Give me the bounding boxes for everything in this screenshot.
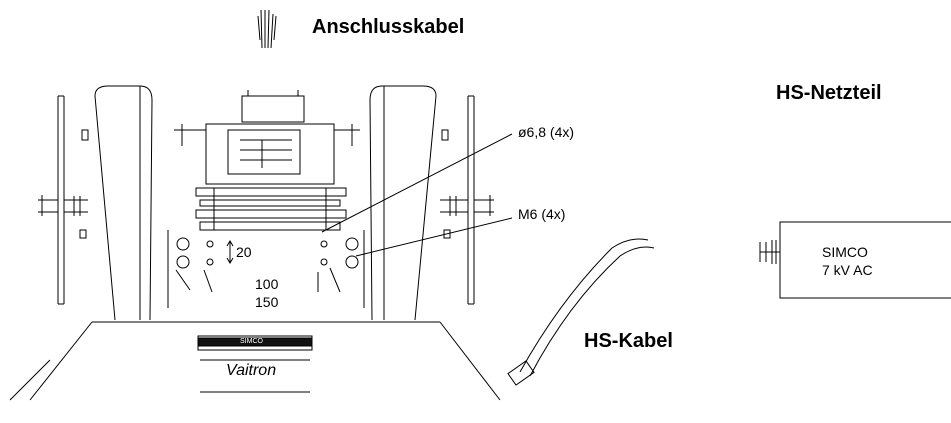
dimension-20-label: 20 [236, 244, 252, 260]
mounting-plate [167, 230, 365, 308]
dimension-20-arrow [226, 240, 234, 264]
device-body [174, 90, 360, 231]
dimension-150-label: 150 [255, 294, 279, 310]
right-bracket [369, 85, 494, 321]
left-bracket [38, 85, 153, 321]
cable-label: Anschlusskabel [312, 16, 465, 38]
power-supply-box [759, 221, 951, 299]
hs-cable [507, 238, 655, 386]
cable-icon [257, 9, 277, 49]
hs-cable-label: HS-Kabel [584, 330, 673, 352]
power-supply-voltage: 7 kV AC [822, 262, 873, 278]
plate-product-text: Vaitron [226, 362, 277, 379]
plate-brand-text: SIMCO [240, 338, 263, 345]
hole-leader-line [321, 133, 513, 233]
hole-dimension-label: ø6,8 (4x) [518, 124, 575, 140]
base-plate [9, 321, 501, 401]
thread-dimension-label: M6 (4x) [518, 206, 566, 222]
power-supply-label: HS-Netzteil [776, 82, 882, 104]
dimension-100-label: 100 [255, 276, 279, 292]
thread-leader-line [355, 217, 513, 257]
power-supply-brand: SIMCO [822, 244, 868, 260]
